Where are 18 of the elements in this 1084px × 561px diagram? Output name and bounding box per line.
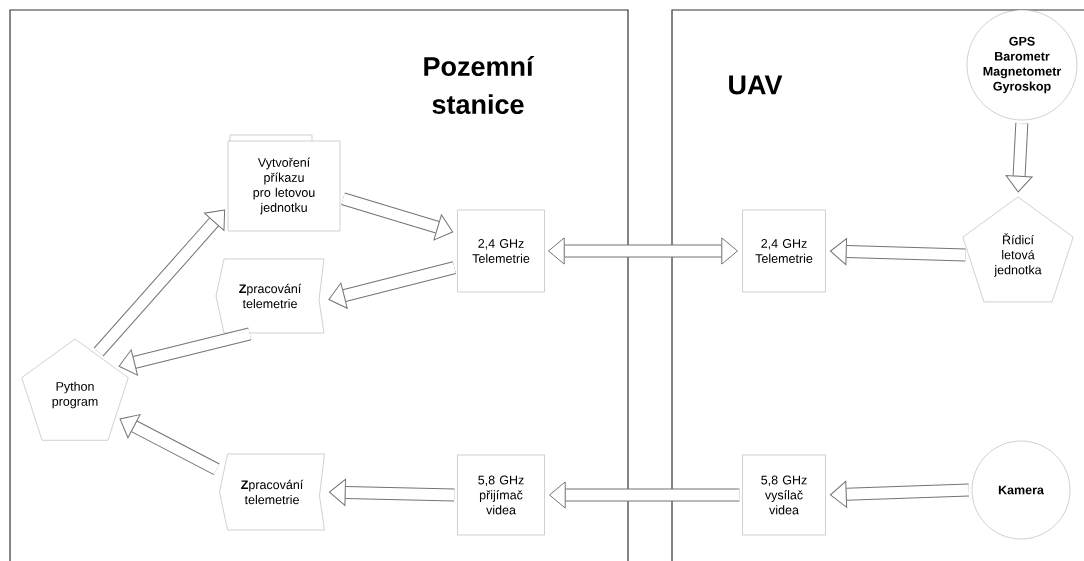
block-arrow xyxy=(328,261,456,309)
block-arrow xyxy=(118,327,252,376)
process-box: 5,8 GHz přijímač videa xyxy=(457,454,545,536)
block-arrow xyxy=(119,414,220,476)
block-arrow xyxy=(548,237,738,265)
block-arrow xyxy=(549,481,740,509)
pentagon: Python program xyxy=(21,338,129,441)
pentagon: Řídicí letová jednotka xyxy=(962,196,1074,303)
block-arrow xyxy=(830,238,966,266)
block-arrow xyxy=(329,478,455,506)
process-box: 5,8 GHz vysílač videa xyxy=(742,454,826,536)
document-box: Vytvoření příkazu pro letovou jednotku xyxy=(227,134,341,232)
block-arrow xyxy=(341,192,454,241)
process-box: 2,4 GHz Telemetrie xyxy=(457,209,545,293)
block-arrow xyxy=(1005,122,1033,193)
block-arrow xyxy=(830,480,970,508)
process-box: 2,4 GHz Telemetrie xyxy=(742,209,826,293)
block-arrow xyxy=(93,209,226,357)
